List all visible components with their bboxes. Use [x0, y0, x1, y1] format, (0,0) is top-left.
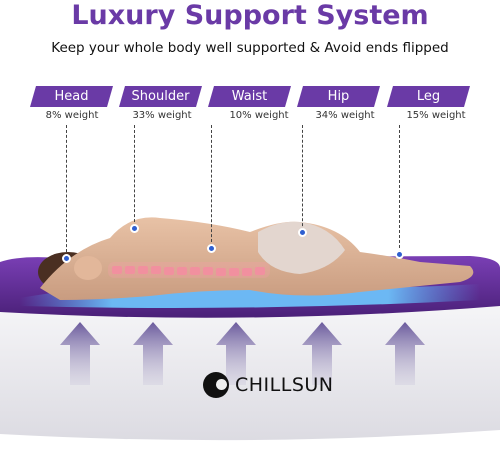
- page-title: Luxury Support System: [71, 0, 429, 31]
- leader-line-head: [66, 125, 67, 257]
- zone-weight-shoulder: 33% weight: [132, 110, 192, 121]
- pressure-point-hip: [298, 228, 307, 237]
- zone-tag-waist: Waist: [208, 86, 291, 107]
- leader-line-hip: [302, 125, 303, 231]
- zone-tag-leg: Leg: [387, 86, 470, 107]
- spine-vertebrae: [112, 266, 265, 276]
- spine-glow: [108, 262, 270, 278]
- page-subtitle: Keep your whole body well supported & Av…: [51, 40, 449, 56]
- zone-weight-leg: 15% weight: [406, 110, 466, 121]
- pressure-point-leg: [395, 250, 404, 259]
- leader-line-waist: [211, 125, 212, 247]
- brand-name: CHILLSUN: [235, 374, 334, 396]
- person-figure: [38, 217, 474, 300]
- zone-tag-shoulder: Shoulder: [119, 86, 202, 107]
- zone-tag-head: Head: [30, 86, 113, 107]
- pressure-point-waist: [207, 244, 216, 253]
- zone-tag-hip: Hip: [297, 86, 380, 107]
- pressure-point-shoulder: [130, 224, 139, 233]
- leader-line-shoulder: [134, 125, 135, 227]
- zone-weight-hip: 34% weight: [315, 110, 375, 121]
- zone-weight-waist: 10% weight: [229, 110, 289, 121]
- zone-weight-head: 8% weight: [45, 110, 99, 121]
- pressure-point-head: [62, 254, 71, 263]
- mattress-base: [0, 296, 500, 441]
- brand-logo: CHILLSUN: [203, 372, 334, 398]
- support-arrows: [60, 322, 425, 385]
- leader-line-leg: [399, 125, 400, 253]
- brand-mark-icon: [203, 372, 229, 398]
